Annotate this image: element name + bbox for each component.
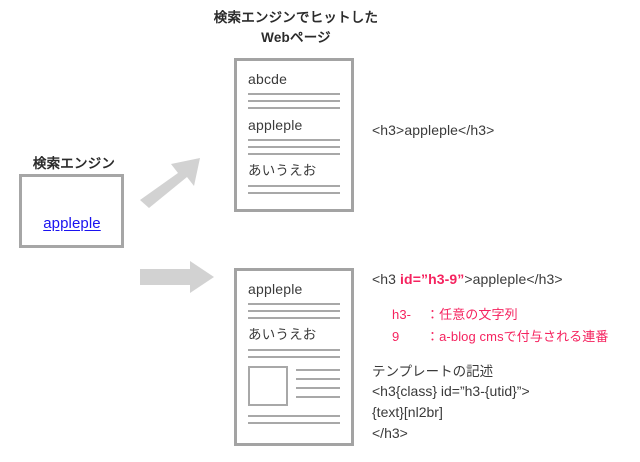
text-rule <box>248 356 340 358</box>
card-2-rule-group-3 <box>248 415 340 424</box>
result-page-card-1: abcde appleple あいうえお <box>234 58 354 212</box>
annotation-row-h3-prefix: h3- ：任意の文字列 <box>392 304 518 323</box>
template-code-line-3: </h3> <box>372 425 408 441</box>
result-page-card-2: appleple あいうえお <box>234 268 354 446</box>
code-h3-with-id: <h3 id=”h3-9”>appleple</h3> <box>372 271 563 287</box>
text-rule <box>248 185 340 187</box>
annotation-key: h3- <box>392 307 412 322</box>
text-rule <box>296 396 340 398</box>
template-code-line-1: <h3{class} id=”h3-{utid}”> <box>372 383 530 399</box>
search-engine-box <box>19 174 124 248</box>
card-2-media-row <box>248 366 340 406</box>
card-1-rule-group-2 <box>248 139 340 155</box>
arrow-right-icon <box>138 260 216 301</box>
image-placeholder-icon <box>248 366 288 406</box>
code-h3-prefix: <h3 <box>372 271 401 287</box>
annotation-value: ：a-blog cmsで付与される連番 <box>426 329 609 344</box>
card-1-heading-appleple: appleple <box>248 117 303 133</box>
annotation-key: 9 <box>392 329 400 344</box>
annotation-row-serial: 9 ：a-blog cmsで付与される連番 <box>392 326 608 345</box>
diagram-title-line-1: 検索エンジンでヒットした <box>213 10 379 25</box>
text-rule <box>248 349 340 351</box>
card-2-rule-group-1 <box>248 303 340 319</box>
diagram-title-line-2: Webページ <box>261 30 331 45</box>
template-section-label: テンプレートの記述 <box>372 364 494 379</box>
text-rule <box>248 422 340 424</box>
text-rule <box>248 317 340 319</box>
text-rule <box>248 146 340 148</box>
text-rule <box>248 303 340 305</box>
card-1-rule-group-1 <box>248 93 340 109</box>
text-rule <box>296 369 340 371</box>
card-1-rule-group-3 <box>248 185 340 194</box>
text-rule <box>296 387 340 389</box>
annotation-value: ：任意の文字列 <box>426 307 518 322</box>
card-2-content: appleple あいうえお <box>248 280 340 431</box>
text-rule <box>248 153 340 155</box>
template-code-line-2: {text}[nl2br] <box>372 404 443 420</box>
search-engine-label: 検索エンジン <box>32 156 116 171</box>
text-rule <box>248 192 340 194</box>
card-2-heading-appleple: appleple <box>248 281 303 297</box>
code-h3-id-highlight: id=”h3-9” <box>400 271 465 287</box>
card-1-heading-abcde: abcde <box>248 71 288 87</box>
text-rule <box>248 107 340 109</box>
text-rule <box>296 378 340 380</box>
text-rule <box>248 100 340 102</box>
code-simple-h3: <h3>appleple</h3> <box>372 122 495 138</box>
text-rule <box>248 139 340 141</box>
text-rule <box>248 93 340 95</box>
text-rule <box>248 310 340 312</box>
card-2-media-lines <box>296 366 340 405</box>
card-2-heading-aiueo: あいうえお <box>248 327 317 342</box>
code-h3-suffix: >appleple</h3> <box>464 271 563 287</box>
diagram-title: 検索エンジンでヒットした Webページ <box>186 8 406 48</box>
card-1-heading-aiueo: あいうえお <box>248 163 317 178</box>
arrow-up-right-icon <box>138 156 202 217</box>
card-2-rule-group-2 <box>248 349 340 358</box>
text-rule <box>248 415 340 417</box>
card-1-content: abcde appleple あいうえお <box>248 70 340 201</box>
search-engine-result-link[interactable]: appleple <box>43 215 101 232</box>
